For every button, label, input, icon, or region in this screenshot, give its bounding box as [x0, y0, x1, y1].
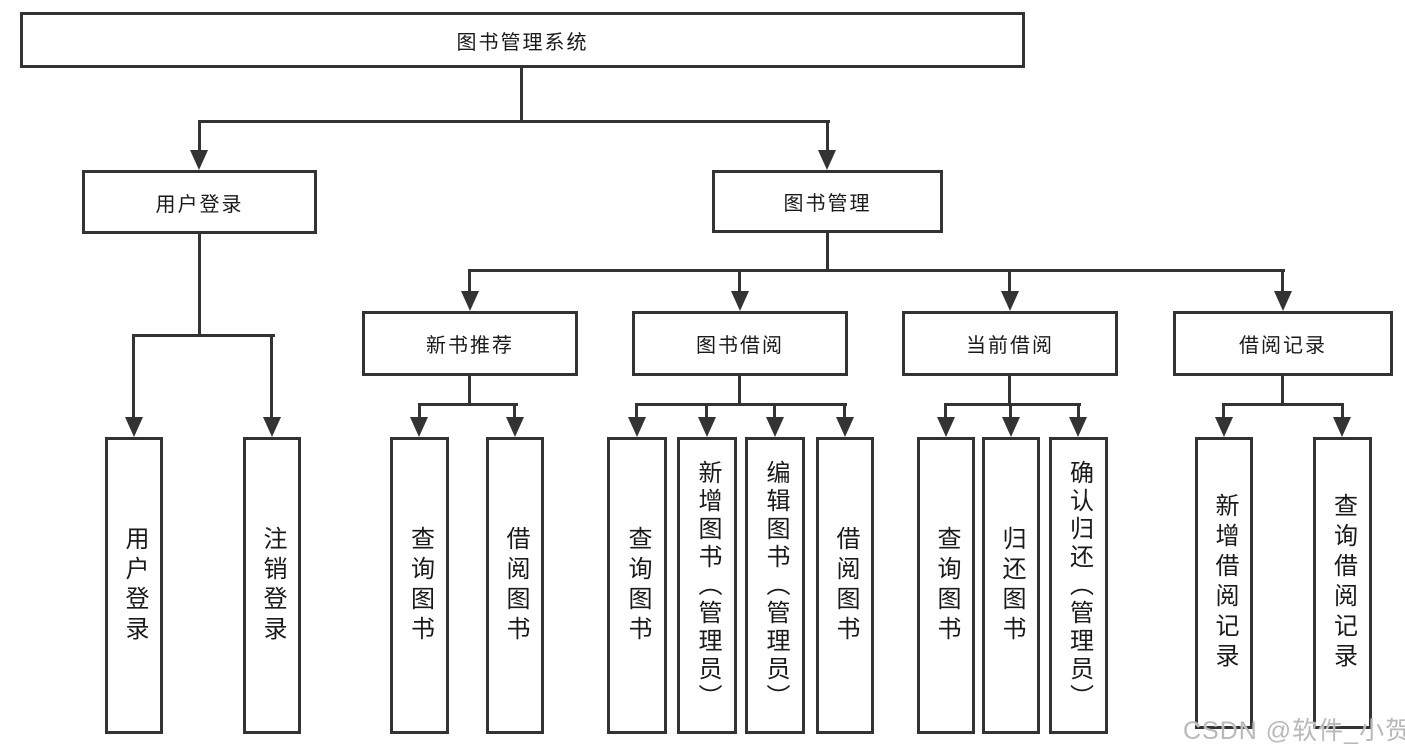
leaf-nb-borrow-books-label: 借阅图书	[502, 525, 529, 646]
arrow-down-bb-add	[698, 417, 716, 437]
node-current-borrow: 当前借阅	[902, 311, 1118, 376]
node-root-label: 图书管理系统	[456, 31, 589, 54]
connector-book-mgmt-stem	[826, 121, 829, 153]
leaf-br-add-record: 新增借阅记录	[1195, 437, 1253, 729]
connector-new-books-hline	[418, 403, 518, 406]
arrow-down-br-add	[1215, 417, 1233, 437]
connector-leaf-logout-stem	[270, 335, 273, 419]
connector-leaf-user-login-stem	[132, 335, 135, 419]
connector-new-books-stem	[468, 271, 471, 294]
arrow-down-leaf-logout	[263, 417, 281, 437]
connector-root-stem	[520, 66, 523, 122]
node-book-mgmt-label: 图书管理	[783, 193, 872, 215]
node-user-login-label: 用户登录	[155, 193, 244, 216]
node-book-mgmt: 图书管理	[712, 170, 943, 233]
connector-br-add-stem	[1222, 406, 1225, 420]
connector-book-borrow-stem	[738, 271, 741, 294]
leaf-cb-return-books-label: 归还图书	[998, 525, 1025, 646]
arrow-down-new-books	[461, 291, 479, 311]
arrow-down-leaf-user-login	[125, 417, 143, 437]
connector-book-borrow-hline	[635, 403, 847, 406]
node-book-borrow-label: 图书借阅	[696, 335, 784, 357]
connector-nb-borrow-stem	[513, 406, 516, 420]
arrow-down-cb-confirm	[1069, 417, 1087, 437]
leaf-cb-query-books-label: 查询图书	[933, 525, 960, 646]
leaf-cb-confirm-return-admin-label: 确认归还（管理员）	[1065, 459, 1093, 712]
connector-level1-hline	[198, 120, 830, 123]
leaf-logout-label: 注销登录	[259, 525, 286, 646]
leaf-cb-return-books: 归还图书	[982, 437, 1040, 734]
connector-current-borrow-stem	[1008, 271, 1011, 294]
connector-user-login-hline	[132, 334, 275, 337]
node-borrow-records-label: 借阅记录	[1239, 335, 1327, 357]
arrow-down-bb-edit	[766, 417, 784, 437]
connector-br-query-stem	[1341, 406, 1344, 420]
connector-bb-add-stem	[705, 406, 708, 420]
leaf-bb-edit-books-admin: 编辑图书（管理员）	[745, 437, 805, 734]
leaf-bb-query-books: 查询图书	[607, 437, 667, 734]
leaf-bb-borrow-books: 借阅图书	[816, 437, 874, 734]
leaf-bb-borrow-books-label: 借阅图书	[832, 525, 859, 646]
leaf-cb-query-books: 查询图书	[917, 437, 975, 734]
connector-cb-return-stem	[1009, 406, 1012, 420]
leaf-logout: 注销登录	[243, 437, 301, 734]
arrow-down-nb-query	[410, 417, 428, 437]
node-book-borrow: 图书借阅	[632, 311, 848, 376]
arrow-down-nb-borrow	[506, 417, 524, 437]
connector-bb-query-stem	[635, 406, 638, 420]
arrow-down-book-mgmt	[818, 150, 836, 170]
arrow-down-cb-return	[1002, 417, 1020, 437]
leaf-user-login: 用户登录	[105, 437, 163, 734]
connector-bb-edit-stem	[773, 406, 776, 420]
connector-current-borrow-down	[1008, 374, 1011, 406]
leaf-bb-add-books-admin: 新增图书（管理员）	[677, 437, 737, 734]
leaf-bb-add-books-admin-label: 新增图书（管理员）	[694, 459, 721, 712]
connector-borrow-records-down	[1281, 374, 1284, 406]
node-user-login: 用户登录	[82, 170, 317, 234]
arrow-down-current-borrow	[1001, 291, 1019, 311]
leaf-bb-query-books-label: 查询图书	[624, 525, 651, 646]
leaf-user-login-label: 用户登录	[121, 525, 148, 646]
arrow-down-br-query	[1333, 417, 1351, 437]
connector-borrow-records-stem	[1281, 271, 1284, 294]
leaf-br-query-record-label: 查询借阅记录	[1329, 493, 1357, 673]
connector-book-mgmt-down	[826, 231, 829, 272]
arrow-down-borrow-records	[1274, 291, 1292, 311]
node-new-books: 新书推荐	[362, 311, 578, 376]
connector-cb-query-stem	[944, 406, 947, 420]
arrow-down-user-login	[190, 150, 208, 170]
connector-new-books-down	[468, 374, 471, 406]
connector-user-login-stem	[198, 121, 201, 153]
node-new-books-label: 新书推荐	[426, 335, 514, 357]
connector-user-login-down	[198, 232, 201, 336]
leaf-cb-confirm-return-admin: 确认归还（管理员）	[1049, 437, 1108, 734]
leaf-nb-borrow-books: 借阅图书	[486, 437, 544, 734]
leaf-nb-query-books-label: 查询图书	[406, 525, 434, 646]
connector-bb-borrow-stem	[843, 406, 846, 420]
leaf-br-add-record-label: 新增借阅记录	[1211, 493, 1238, 673]
leaf-br-query-record: 查询借阅记录	[1313, 437, 1372, 729]
arrow-down-bb-borrow	[836, 417, 854, 437]
arrow-down-cb-query	[937, 417, 955, 437]
connector-book-borrow-down	[738, 374, 741, 406]
arrow-down-bb-query	[628, 417, 646, 437]
csdn-watermark: CSDN @软件_小贺同学	[1183, 717, 1405, 745]
leaf-nb-query-books: 查询图书	[390, 437, 449, 734]
connector-level2-hline	[468, 269, 1285, 272]
leaf-bb-edit-books-admin-label: 编辑图书（管理员）	[762, 459, 789, 712]
arrow-down-book-borrow	[731, 291, 749, 311]
connector-cb-confirm-stem	[1077, 406, 1080, 420]
node-current-borrow-label: 当前借阅	[966, 335, 1054, 357]
connector-borrow-records-hline	[1222, 403, 1344, 406]
connector-nb-query-stem	[418, 406, 421, 420]
node-root: 图书管理系统	[20, 12, 1025, 68]
node-borrow-records: 借阅记录	[1173, 311, 1393, 376]
connector-current-borrow-hline	[944, 403, 1081, 406]
